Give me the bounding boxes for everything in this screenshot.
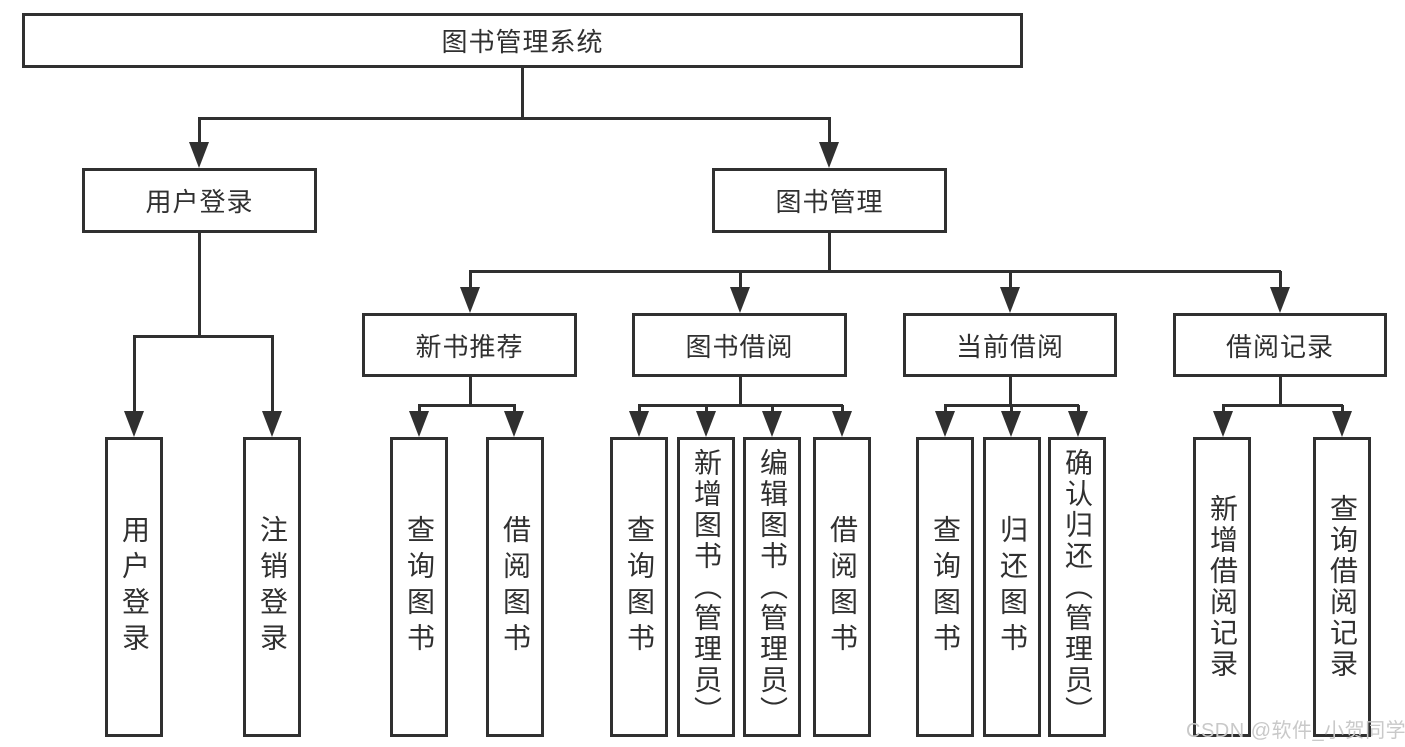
watermark: CSDN @软件_小贺同学 [1186, 720, 1405, 742]
arrowhead-down-lf3 [409, 411, 429, 437]
connector-drop-lf4 [513, 405, 516, 413]
arrowhead-down-lf5 [629, 411, 649, 437]
connector-level2-bus [198, 117, 831, 120]
connector-drop-book-borrow [739, 271, 742, 289]
leaf-query-books-current: 查询图书 [916, 437, 974, 737]
connector-drop-lf10 [1010, 405, 1013, 413]
leaf-user-login: 用户登录 [105, 437, 163, 737]
node-current-borrowing: 当前借阅 [903, 313, 1117, 377]
connector-drop-lf5 [638, 405, 641, 413]
leaf-logout-login: 注销登录 [243, 437, 301, 737]
leaf-query-books-borrowing: 查询图书 [610, 437, 668, 737]
connector-drop-lf6 [705, 405, 708, 413]
leaf-edit-books-admin-label: 编辑图书（管理员） [757, 447, 788, 727]
connector-drop-new-book-rec [469, 271, 472, 289]
leaf-confirm-return-admin-label: 确认归还（管理员） [1062, 447, 1093, 727]
connector-new-book-rec-stub [469, 376, 472, 406]
connector-book-mgmt-stub [828, 232, 831, 272]
connector-drop-borrow-records [1279, 271, 1282, 289]
leaf-logout-login-label: 注销登录 [257, 515, 288, 659]
leaf-borrow-books-borrowing: 借阅图书 [813, 437, 871, 737]
arrowhead-down-book-mgmt [819, 142, 839, 168]
leaf-user-login-label: 用户登录 [119, 515, 150, 659]
connector-drop-lf11 [1077, 405, 1080, 413]
leaf-edit-books-admin: 编辑图书（管理员） [743, 437, 801, 737]
connector-user-login-stub [198, 231, 201, 336]
connector-drop-lf9 [944, 405, 947, 413]
arrowhead-down-lf9 [935, 411, 955, 437]
leaf-add-borrow-record: 新增借阅记录 [1193, 437, 1251, 737]
leaf-return-books: 归还图书 [983, 437, 1041, 737]
connector-drop-book-mgmt [828, 118, 831, 144]
arrowhead-down-lf11 [1068, 411, 1088, 437]
connector-drop-leaf-user-login [133, 336, 136, 412]
node-book-management: 图书管理 [712, 168, 947, 233]
leaf-return-books-label: 归还图书 [997, 515, 1028, 659]
connector-drop-lf3 [418, 405, 421, 413]
connector-root-stub [521, 68, 524, 120]
leaf-add-borrow-record-label: 新增借阅记录 [1207, 494, 1238, 680]
connector-drop-current-borrow [1009, 271, 1012, 289]
connector-current-borrow-stub [1009, 376, 1012, 406]
connector-user-login-bus [133, 335, 274, 338]
leaf-add-books-admin-label: 新增图书（管理员） [691, 447, 722, 727]
leaf-query-books-recommend-label: 查询图书 [404, 515, 435, 659]
arrowhead-down-borrow-records [1270, 287, 1290, 313]
arrowhead-down-new-book-rec [460, 287, 480, 313]
node-book-borrowing: 图书借阅 [632, 313, 847, 377]
connector-drop-lf12 [1222, 405, 1225, 413]
connector-borrow-records-bus [1222, 404, 1343, 407]
arrowhead-down-lf7 [762, 411, 782, 437]
node-new-book-recommend: 新书推荐 [362, 313, 577, 377]
node-library-management-system: 图书管理系统 [22, 13, 1023, 68]
leaf-confirm-return-admin: 确认归还（管理员） [1048, 437, 1106, 737]
connector-drop-lf7 [771, 405, 774, 413]
node-borrow-records: 借阅记录 [1173, 313, 1387, 377]
leaf-borrow-books-recommend-label: 借阅图书 [500, 515, 531, 659]
leaf-query-borrow-record: 查询借阅记录 [1313, 437, 1371, 737]
arrowhead-down-current-borrow [1000, 287, 1020, 313]
arrowhead-down-book-borrow [730, 287, 750, 313]
connector-drop-lf8 [841, 405, 844, 413]
arrowhead-down-lf6 [696, 411, 716, 437]
leaf-query-borrow-record-label: 查询借阅记录 [1327, 494, 1358, 680]
arrowhead-down-leaf-user-login [124, 411, 144, 437]
arrowhead-down-user-login [189, 142, 209, 168]
leaf-borrow-books-recommend: 借阅图书 [486, 437, 544, 737]
leaf-query-books-borrowing-label: 查询图书 [624, 515, 655, 659]
connector-book-borrow-stub [739, 376, 742, 406]
arrowhead-down-lf13 [1332, 411, 1352, 437]
connector-book-borrow-bus [638, 404, 843, 407]
connector-level3-bus [469, 270, 1281, 273]
connector-new-book-rec-bus [418, 404, 516, 407]
arrowhead-down-leaf-logout [262, 411, 282, 437]
arrowhead-down-lf12 [1213, 411, 1233, 437]
arrowhead-down-lf4 [504, 411, 524, 437]
leaf-add-books-admin: 新增图书（管理员） [677, 437, 735, 737]
connector-borrow-records-stub [1279, 376, 1282, 406]
connector-drop-leaf-logout [271, 336, 274, 412]
leaf-query-books-recommend: 查询图书 [390, 437, 448, 737]
arrowhead-down-lf8 [832, 411, 852, 437]
arrowhead-down-lf10 [1001, 411, 1021, 437]
connector-drop-user-login [198, 118, 201, 144]
leaf-query-books-current-label: 查询图书 [930, 515, 961, 659]
leaf-borrow-books-borrowing-label: 借阅图书 [827, 515, 858, 659]
connector-drop-lf13 [1341, 405, 1344, 413]
node-user-login: 用户登录 [82, 168, 317, 233]
